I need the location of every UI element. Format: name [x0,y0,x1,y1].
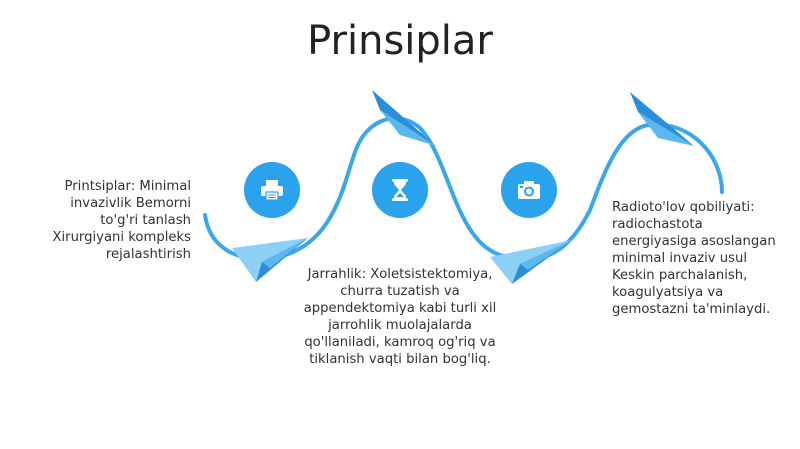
step-text-1: Printsiplar: Minimal invazivlik Bemorni … [52,179,191,262]
paper-plane-icon [372,90,436,146]
step-text-2: Jarrahlik: Xoletsistektomiya, churra tuz… [303,267,497,367]
paper-plane-icon [490,240,572,284]
step-circle-2 [372,162,428,218]
printer-icon [261,180,283,201]
camera-icon [518,181,540,199]
hourglass-icon [392,179,408,201]
slide-title: Prinsiplar [307,18,493,64]
paper-plane-icon [630,92,694,146]
paper-plane-icon [232,238,308,282]
step-circle-1 [244,162,300,218]
wave-curve [203,116,724,262]
step-circle-3 [501,162,557,218]
step-text-3: Radioto'lov qobiliyati: radiochastota en… [612,200,776,317]
